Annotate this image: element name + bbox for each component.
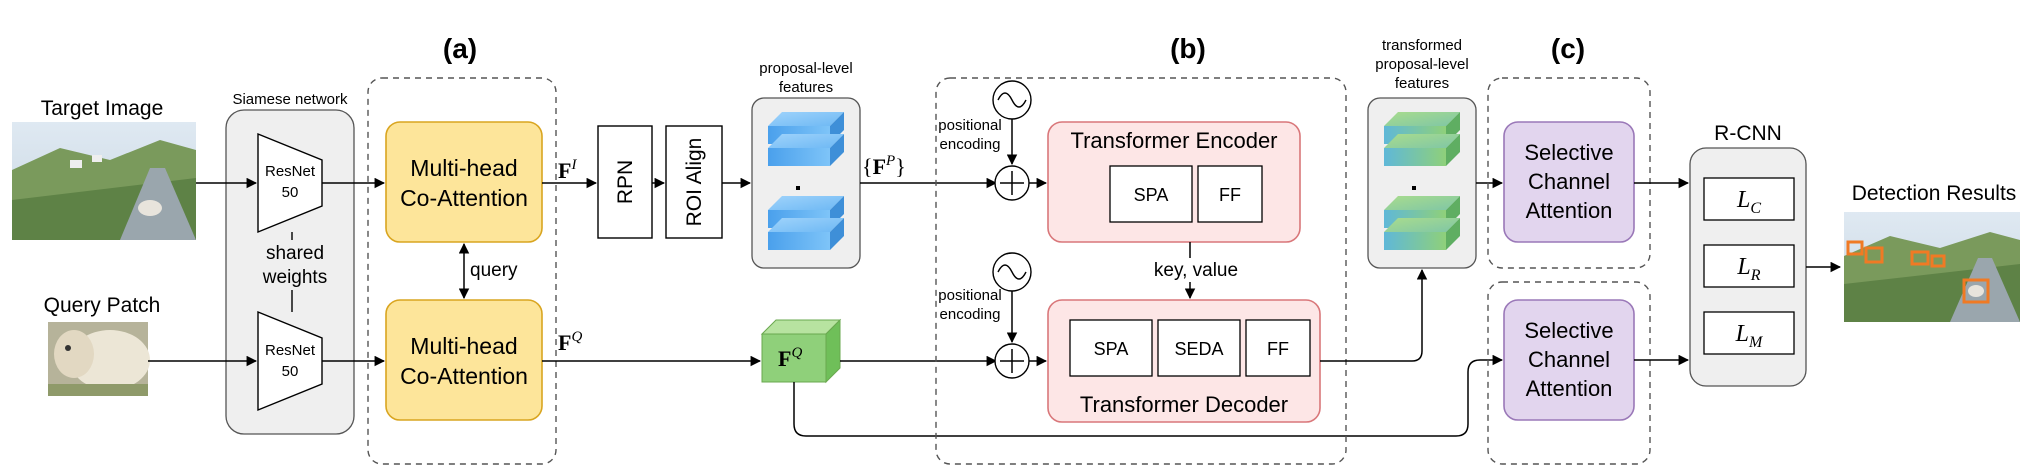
resnet-bottom-label-2: 50 xyxy=(282,363,299,380)
sum-node-bottom xyxy=(994,343,1030,379)
loss-LR-box xyxy=(1703,244,1795,288)
proposal-features-label-2: features xyxy=(779,79,833,96)
transformer-encoder-title: Transformer Encoder xyxy=(1070,128,1277,153)
query-patch-label: Query Patch xyxy=(44,294,161,317)
positional-encoding-bottom-label-1: positional xyxy=(938,287,1001,304)
transformed-features-label-2: proposal-level xyxy=(1375,56,1468,73)
resnet-top-label-2: 50 xyxy=(282,184,299,201)
sca-bottom-line2: Channel xyxy=(1528,347,1610,372)
section-c-label: (c) xyxy=(1551,33,1585,64)
detection-results-image xyxy=(1844,212,2020,322)
proposal-features-label-1: proposal-level xyxy=(759,60,852,77)
proposal-cubes xyxy=(768,112,844,250)
siamese-network-title: Siamese network xyxy=(232,91,348,108)
section-c-bottom-box xyxy=(1487,281,1651,465)
loss-LC-label: LC xyxy=(1736,187,1761,217)
section-a-box xyxy=(367,77,557,465)
sca-bottom-line1: Selective xyxy=(1524,318,1613,343)
key-value-label: key, value xyxy=(1154,260,1238,281)
encoder-ff-block xyxy=(1197,165,1263,223)
decoder-seda-block xyxy=(1157,319,1241,377)
roi-align-label: ROI Align xyxy=(683,138,706,227)
transformer-decoder-title: Transformer Decoder xyxy=(1080,392,1288,417)
target-image-label: Target Image xyxy=(41,97,164,120)
section-b-box xyxy=(935,77,1347,465)
co-attention-top-line2: Co-Attention xyxy=(400,185,528,211)
query-label: query xyxy=(470,260,518,281)
shared-weights-label-2: weights xyxy=(262,267,327,288)
sca-top-line3: Attention xyxy=(1526,198,1613,223)
sca-top-line2: Channel xyxy=(1528,169,1610,194)
arrow-decoder-to-transformed xyxy=(1320,268,1428,362)
selective-channel-attention-top xyxy=(1503,121,1635,243)
sum-node-top xyxy=(994,165,1030,201)
transformed-features-label-1: transformed xyxy=(1382,37,1462,54)
resnet-top-label-1: ResNet xyxy=(265,163,316,180)
co-attention-bottom xyxy=(385,299,543,421)
rcnn-title: R-CNN xyxy=(1714,122,1782,145)
resnet-bottom-label-1: ResNet xyxy=(265,342,316,359)
positional-encoding-top-icon xyxy=(992,80,1032,120)
query-patch-image xyxy=(48,322,150,396)
detection-results-label: Detection Results xyxy=(1852,182,2017,205)
encoder-spa-label: SPA xyxy=(1134,185,1169,205)
decoder-ff-block xyxy=(1245,319,1311,377)
co-attention-bottom-line2: Co-Attention xyxy=(400,363,528,389)
decoder-seda-label: SEDA xyxy=(1174,339,1223,359)
co-attention-bottom-line1: Multi-head xyxy=(410,333,517,359)
shared-weights-label-1: shared xyxy=(266,243,324,264)
bypass-FQ-to-sca xyxy=(793,354,1504,437)
encoder-ff-label: FF xyxy=(1219,185,1241,205)
sca-top-line1: Selective xyxy=(1524,140,1613,165)
rpn-label: RPN xyxy=(614,160,637,204)
decoder-spa-label: SPA xyxy=(1094,339,1129,359)
positional-encoding-top-label-1: positional xyxy=(938,117,1001,134)
section-c-top-box xyxy=(1487,77,1651,269)
target-image xyxy=(12,122,196,240)
feature-FP-label: {FP} xyxy=(862,153,906,179)
resnet-bottom-block xyxy=(257,310,323,412)
loss-LC-box xyxy=(1703,177,1795,221)
co-attention-top xyxy=(385,121,543,243)
feature-FI-label: FI xyxy=(558,157,577,183)
rpn-box xyxy=(597,125,653,239)
transformed-cubes xyxy=(1384,112,1460,250)
encoder-spa-block xyxy=(1109,165,1193,223)
cube-FQ-label: FQ xyxy=(778,345,802,371)
decoder-ff-label: FF xyxy=(1267,339,1289,359)
feature-FQ-label: FQ xyxy=(558,329,582,355)
co-attention-top-line1: Multi-head xyxy=(410,155,517,181)
transformed-features-label-3: features xyxy=(1395,75,1449,92)
loss-LR-label: LR xyxy=(1736,254,1760,284)
query-feature-cube xyxy=(760,318,842,384)
resnet-top-block xyxy=(257,132,323,234)
positional-encoding-top-label-2: encoding xyxy=(940,136,1001,153)
positional-encoding-bottom-icon xyxy=(992,252,1032,292)
loss-LM-box xyxy=(1703,311,1795,355)
positional-encoding-bottom-label-2: encoding xyxy=(940,306,1001,323)
sca-bottom-line3: Attention xyxy=(1526,376,1613,401)
loss-LM-label: LM xyxy=(1735,321,1764,351)
decoder-spa-block xyxy=(1069,319,1153,377)
section-b-label: (b) xyxy=(1170,33,1206,64)
section-a-label: (a) xyxy=(443,33,477,64)
roi-align-box xyxy=(665,125,723,239)
